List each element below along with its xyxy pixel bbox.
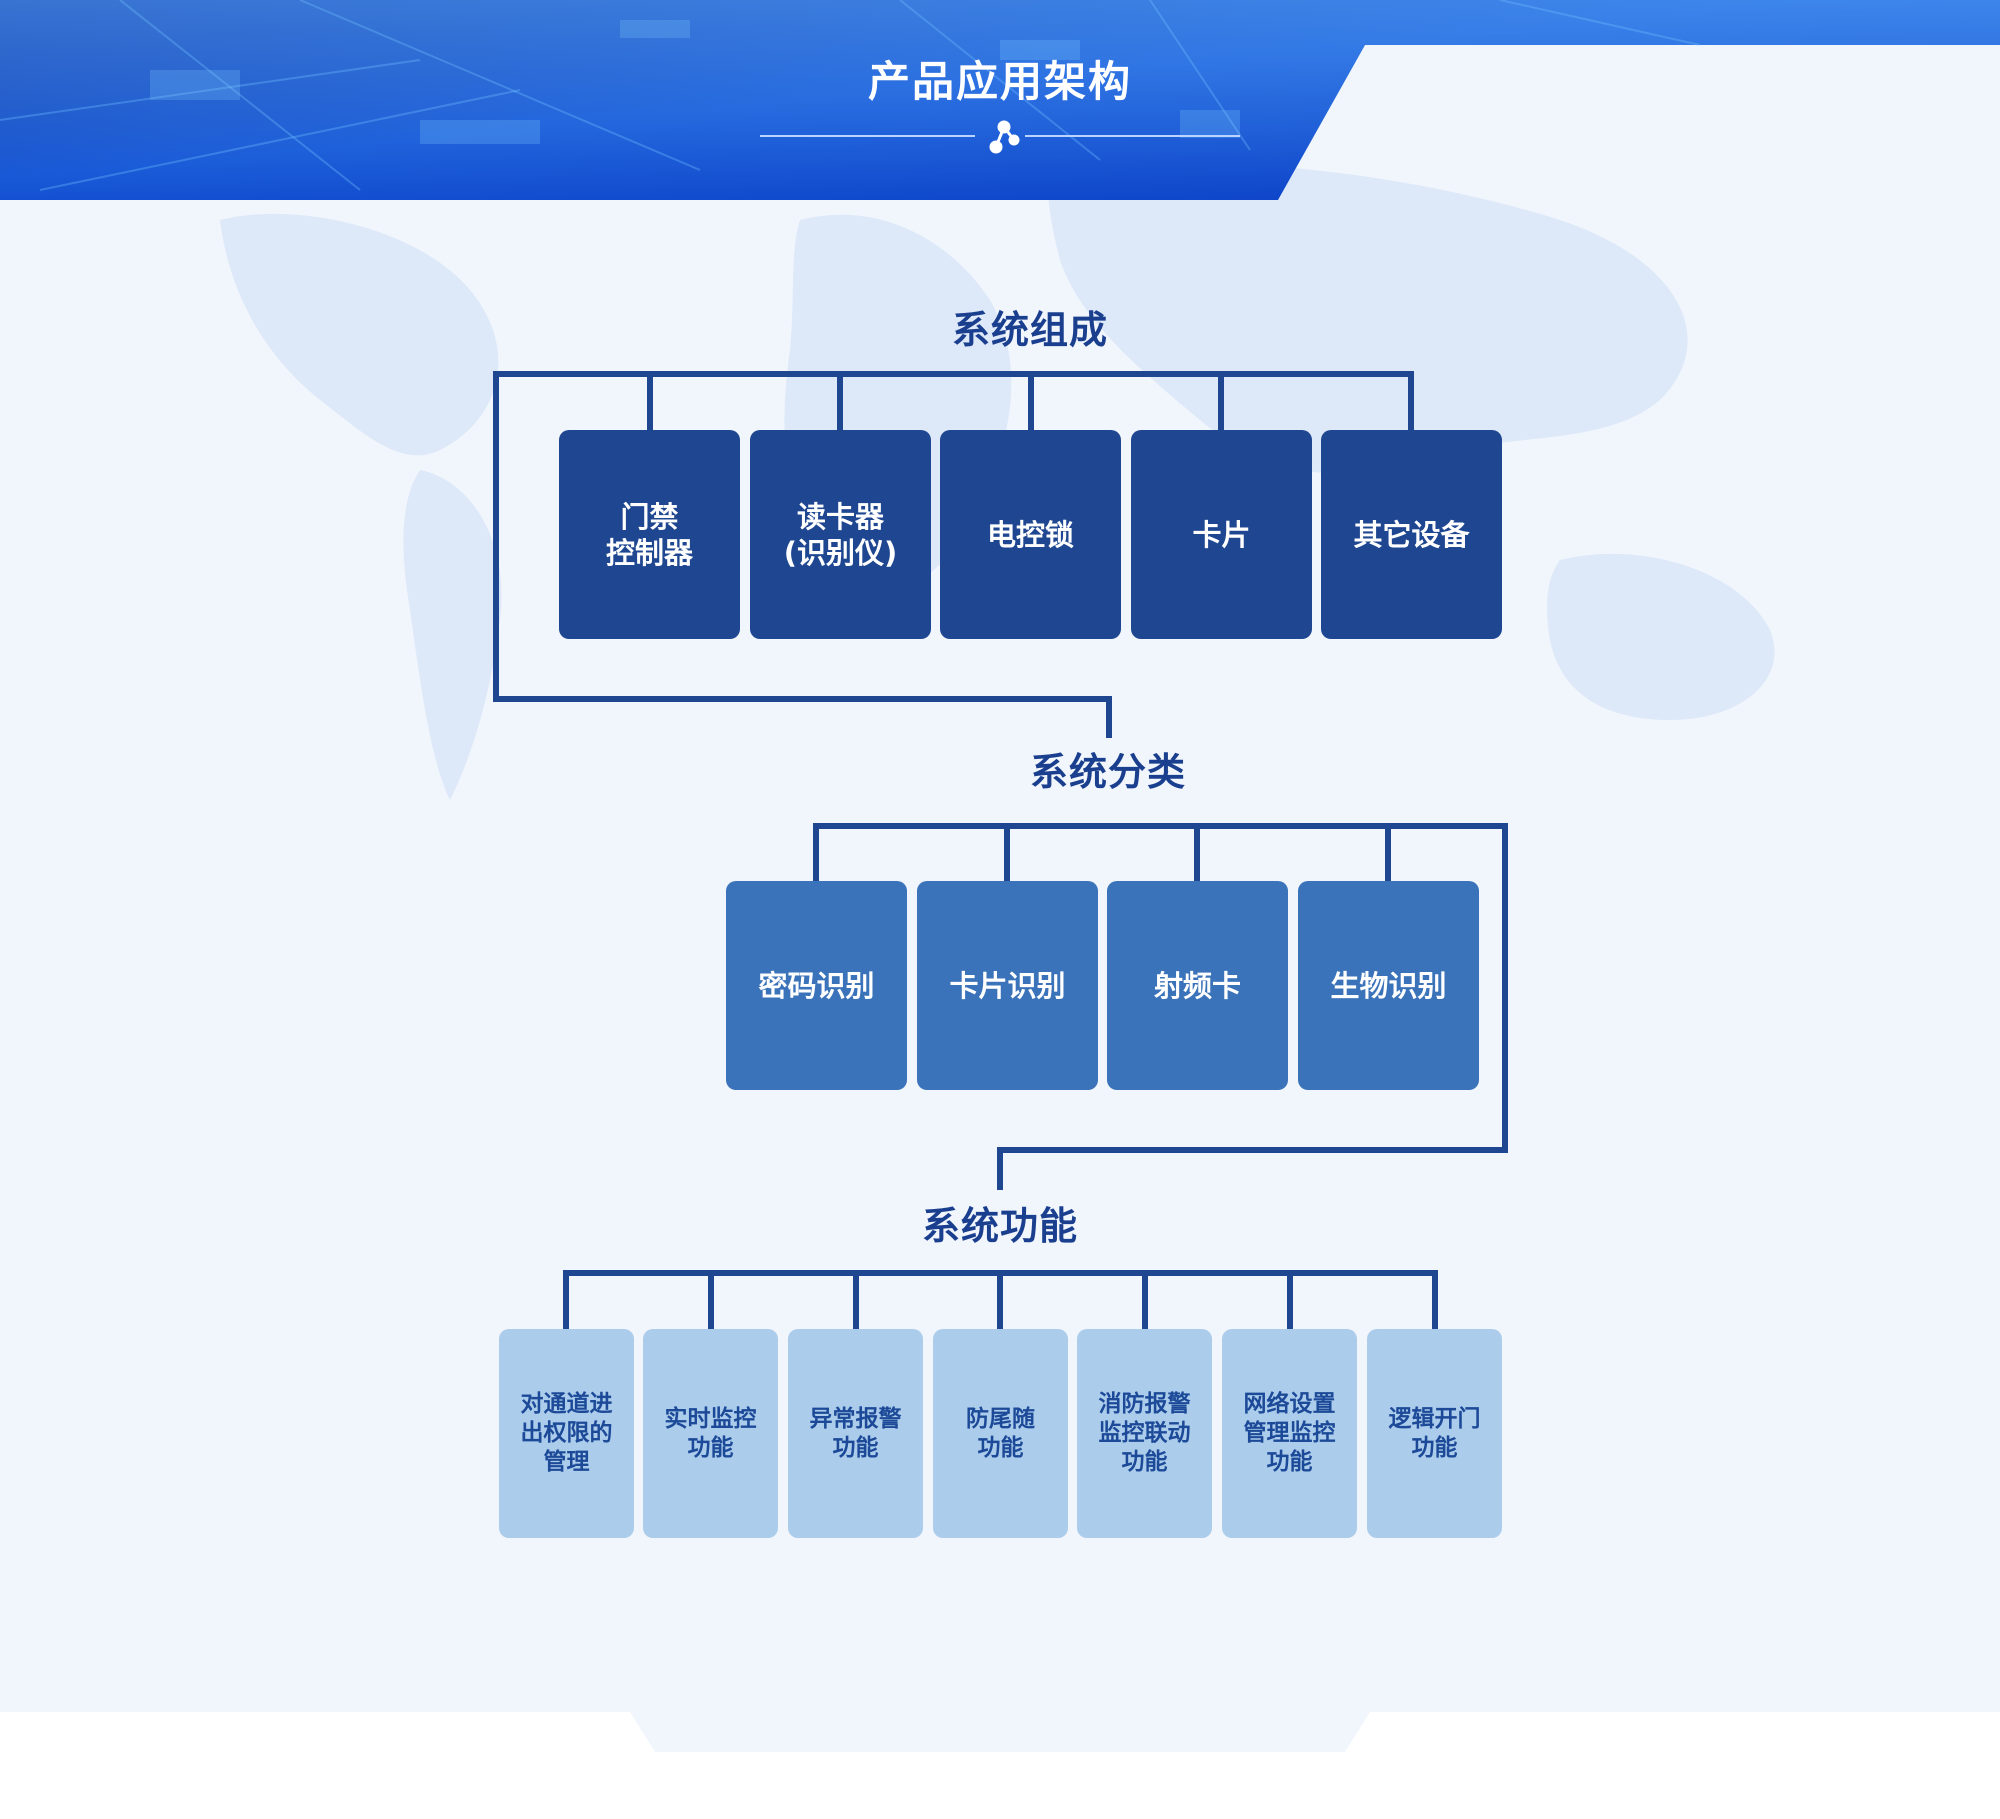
function-box-access-rights: 对通道进 出权限的 管理 xyxy=(499,1329,634,1538)
function-box-label: 防尾随 功能 xyxy=(966,1405,1035,1461)
connector-composition xyxy=(493,371,1414,738)
bottom-tab xyxy=(630,1712,1370,1752)
classification-box-card: 卡片识别 xyxy=(917,881,1098,1090)
classification-box-label: 射频卡 xyxy=(1153,968,1241,1003)
composition-box-label: 其它设备 xyxy=(1353,517,1470,552)
molecule-icon xyxy=(989,120,1020,154)
function-box-network: 网络设置 管理监控 功能 xyxy=(1222,1329,1357,1538)
connector-function xyxy=(563,1270,1438,1329)
function-box-anti-tailgating: 防尾随 功能 xyxy=(933,1329,1068,1538)
function-box-label: 实时监控 功能 xyxy=(664,1405,757,1461)
composition-box-label: 读卡器 (识别仪) xyxy=(783,499,898,570)
banner-tech-lines xyxy=(0,0,1701,191)
classification-box-password: 密码识别 xyxy=(726,881,907,1090)
section-title-classification: 系统分类 xyxy=(1029,750,1186,794)
function-box-realtime-monitor: 实时监控 功能 xyxy=(643,1329,778,1538)
classification-box-label: 密码识别 xyxy=(758,968,875,1003)
classification-box-rf: 射频卡 xyxy=(1107,881,1288,1090)
classification-box-label: 生物识别 xyxy=(1330,968,1447,1003)
composition-box-controller: 门禁 控制器 xyxy=(559,430,740,639)
composition-box-label: 门禁 控制器 xyxy=(605,499,693,570)
section-title-function: 系统功能 xyxy=(921,1204,1078,1248)
composition-box-card: 卡片 xyxy=(1131,430,1312,639)
section-title-composition: 系统组成 xyxy=(951,308,1108,352)
function-box-logic-open: 逻辑开门 功能 xyxy=(1367,1329,1502,1538)
composition-box-reader: 读卡器 (识别仪) xyxy=(750,430,931,639)
connector-classification xyxy=(813,823,1508,1190)
classification-box-biometric: 生物识别 xyxy=(1298,881,1479,1090)
function-box-label: 网络设置 管理监控 功能 xyxy=(1243,1391,1336,1475)
composition-box-label: 卡片 xyxy=(1192,517,1251,552)
function-box-label: 逻辑开门 功能 xyxy=(1388,1405,1481,1461)
function-box-label: 异常报警 功能 xyxy=(809,1405,902,1461)
composition-box-other: 其它设备 xyxy=(1321,430,1502,639)
composition-box-label: 电控锁 xyxy=(986,517,1074,552)
page-title: 产品应用架构 xyxy=(867,57,1132,106)
function-box-fire-linkage: 消防报警 监控联动 功能 xyxy=(1077,1329,1212,1538)
function-box-label: 对通道进 出权限的 管理 xyxy=(520,1391,613,1475)
classification-box-label: 卡片识别 xyxy=(949,968,1066,1003)
composition-box-lock: 电控锁 xyxy=(940,430,1121,639)
function-box-label: 消防报警 监控联动 功能 xyxy=(1098,1391,1191,1475)
function-box-alarm: 异常报警 功能 xyxy=(788,1329,923,1538)
